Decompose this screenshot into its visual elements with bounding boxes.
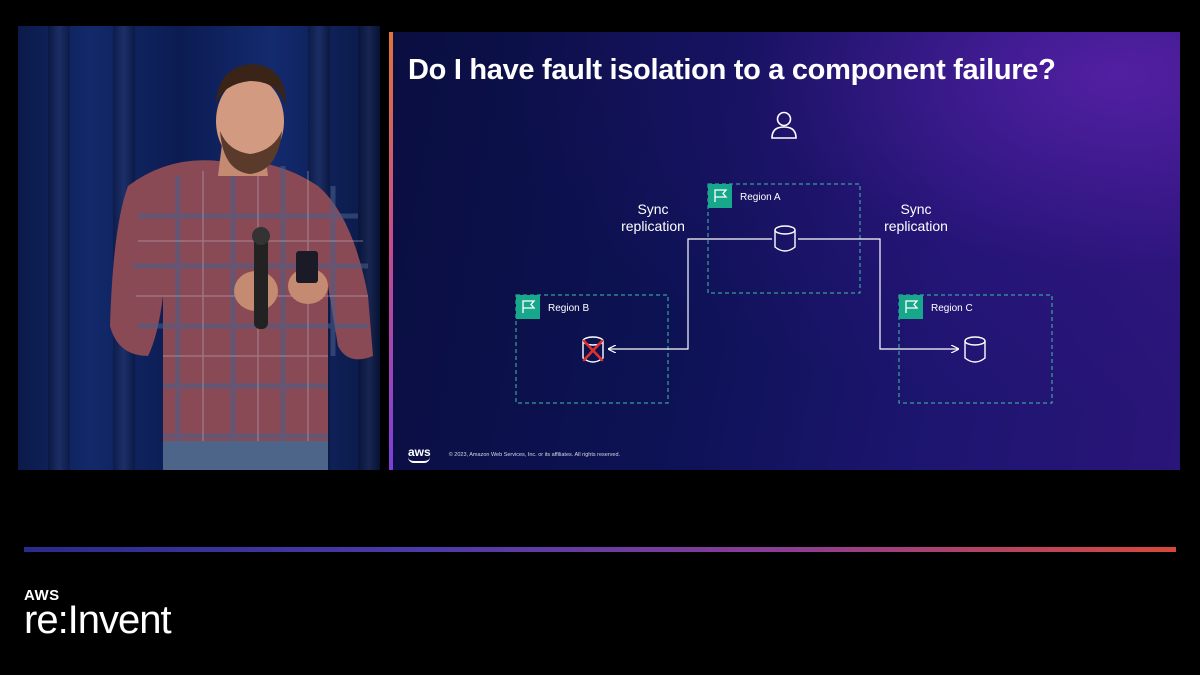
region-flag-icon bbox=[899, 295, 923, 319]
reinvent-logo: AWS re:Invent bbox=[24, 587, 172, 642]
brand-aws-text: AWS bbox=[24, 587, 60, 604]
replication-connector-left bbox=[609, 238, 772, 349]
database-icon bbox=[774, 225, 796, 252]
region-c-label: Region C bbox=[931, 303, 973, 314]
region-a-label: Region A bbox=[740, 192, 781, 203]
aws-logo: aws bbox=[408, 446, 431, 463]
sync-label-left-line1: Sync bbox=[637, 201, 668, 217]
sync-label-left-line2: replication bbox=[621, 218, 685, 234]
architecture-diagram: Region A Region B Region C Sync replicat… bbox=[515, 111, 1053, 404]
failed-database-icon bbox=[582, 336, 604, 363]
aws-smile-icon bbox=[408, 457, 430, 463]
brand-divider bbox=[24, 547, 1176, 552]
region-c-box bbox=[898, 294, 1053, 404]
sync-label-right-line2: replication bbox=[884, 218, 948, 234]
region-flag-icon bbox=[516, 295, 540, 319]
aws-logo-text: aws bbox=[408, 445, 431, 459]
slide-footer: aws © 2023, Amazon Web Services, Inc. or… bbox=[408, 446, 620, 463]
region-b-label: Region B bbox=[548, 303, 589, 314]
copyright-notice: © 2023, Amazon Web Services, Inc. or its… bbox=[448, 451, 621, 458]
slide-title: Do I have fault isolation to a component… bbox=[408, 54, 1056, 86]
brand-reinvent-text: re:Invent bbox=[24, 598, 172, 642]
presentation-slide: Do I have fault isolation to a component… bbox=[389, 32, 1180, 470]
sync-label-right-line1: Sync bbox=[900, 201, 931, 217]
speaker-video bbox=[18, 26, 380, 470]
database-icon bbox=[964, 336, 986, 363]
slide-accent-bar bbox=[389, 32, 393, 470]
region-flag-icon bbox=[708, 184, 732, 208]
user-icon bbox=[771, 111, 797, 139]
replication-connector-right bbox=[798, 238, 958, 349]
speaker-figure bbox=[110, 64, 373, 470]
